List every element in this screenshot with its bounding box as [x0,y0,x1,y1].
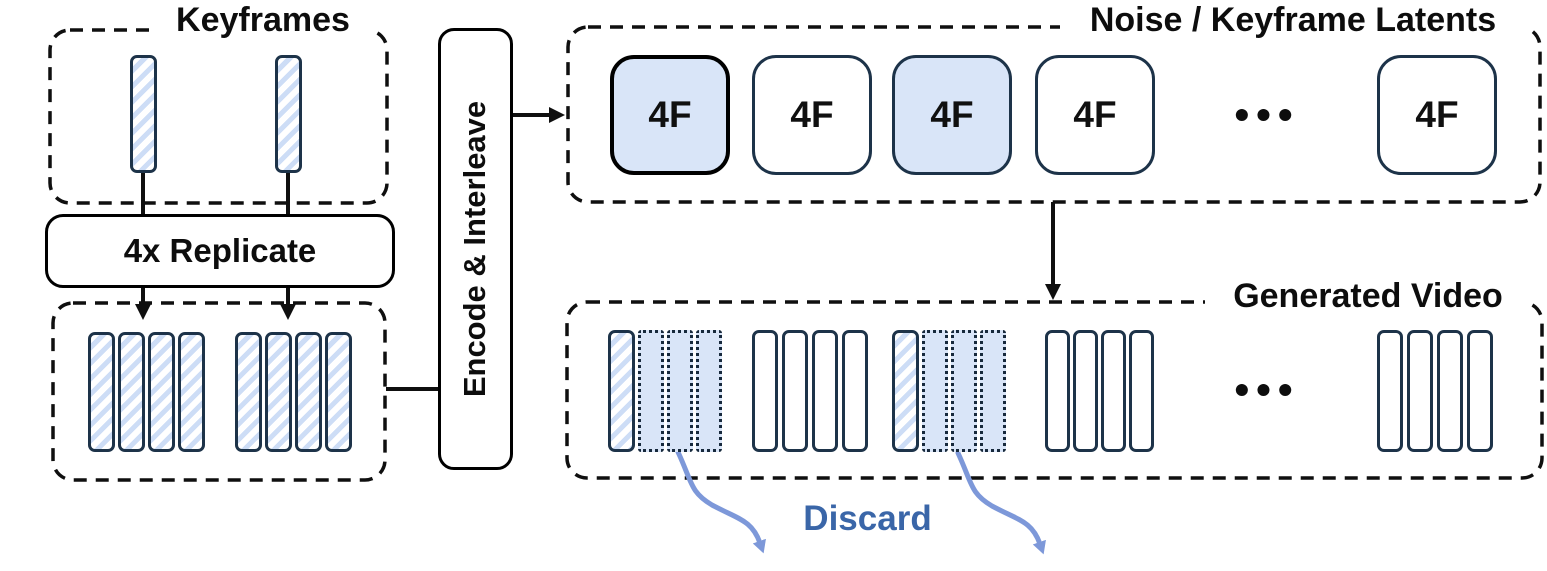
keyframes-title: Keyframes [155,0,371,40]
replicate-label: 4x Replicate [123,232,317,269]
discard-arrow-right [955,450,1046,555]
keyframe-bar [130,55,157,173]
video-frame-group [1377,330,1493,452]
video-frame-bar [1045,330,1070,452]
video-keyframe-bar [892,330,919,452]
latent-block-label: 4F [1073,94,1117,135]
discard-label: Discard [803,499,932,538]
discard-arrow-left [675,449,766,554]
discarded-frame-bar [638,330,664,452]
video-frame-bar [782,330,808,452]
replicate-box: 4x Replicate [45,214,395,288]
latent-block-keyframe: 4F [610,55,730,175]
latent-block-label: 4F [1415,94,1459,135]
video-keyframe-bar [608,330,635,452]
discarded-frame-bar [696,330,722,452]
video-frame-bar [812,330,838,452]
latent-block-keyframe: 4F [892,55,1012,175]
keyframes-dashed-box [48,28,389,205]
video-frame-bar [1437,330,1463,452]
video-frame-bar [1101,330,1126,452]
latent-block-noise: 4F [1035,55,1155,175]
discarded-frame-bar [922,330,948,452]
latents-ellipsis: ••• [1234,91,1300,138]
generated-video-dashed-box [565,300,1544,480]
replicated-bar [178,332,205,452]
latent-block-label: 4F [790,94,834,135]
replicated-bar [88,332,115,452]
replicated-frame-group [88,332,205,452]
replicated-frames-dashed-box [51,301,387,482]
generated-video-title: Generated Video [1205,276,1531,316]
video-ellipsis: ••• [1234,366,1300,413]
replicated-bar [325,332,352,452]
video-frame-bar [1377,330,1403,452]
discarded-frame-bar [667,330,693,452]
keyframe-bar [275,55,302,173]
video-keyframe-group [608,330,722,452]
encode-interleave-box: Encode & Interleave [438,28,513,470]
video-frame-bar [1073,330,1098,452]
replicated-bar [235,332,262,452]
video-frame-bar [752,330,778,452]
replicated-bar [118,332,145,452]
latent-block-label: 4F [648,94,692,135]
encode-interleave-label: Encode & Interleave [457,100,493,398]
latent-block-label: 4F [930,94,974,135]
video-frame-bar [842,330,868,452]
discarded-frame-bar [980,330,1006,452]
latent-block-noise: 4F [1377,55,1497,175]
video-frame-bar [1129,330,1154,452]
video-frame-bar [1407,330,1433,452]
replicated-frame-group [235,332,352,452]
replicated-bar [148,332,175,452]
discarded-frame-bar [951,330,977,452]
video-keyframe-group [892,330,1006,452]
video-frame-group [1045,330,1154,452]
latent-block-noise: 4F [752,55,872,175]
noise-latents-title: Noise / Keyframe Latents [1060,0,1526,40]
video-frame-bar [1467,330,1493,452]
replicated-bar [265,332,292,452]
replicated-bar [295,332,322,452]
video-frame-group [752,330,868,452]
